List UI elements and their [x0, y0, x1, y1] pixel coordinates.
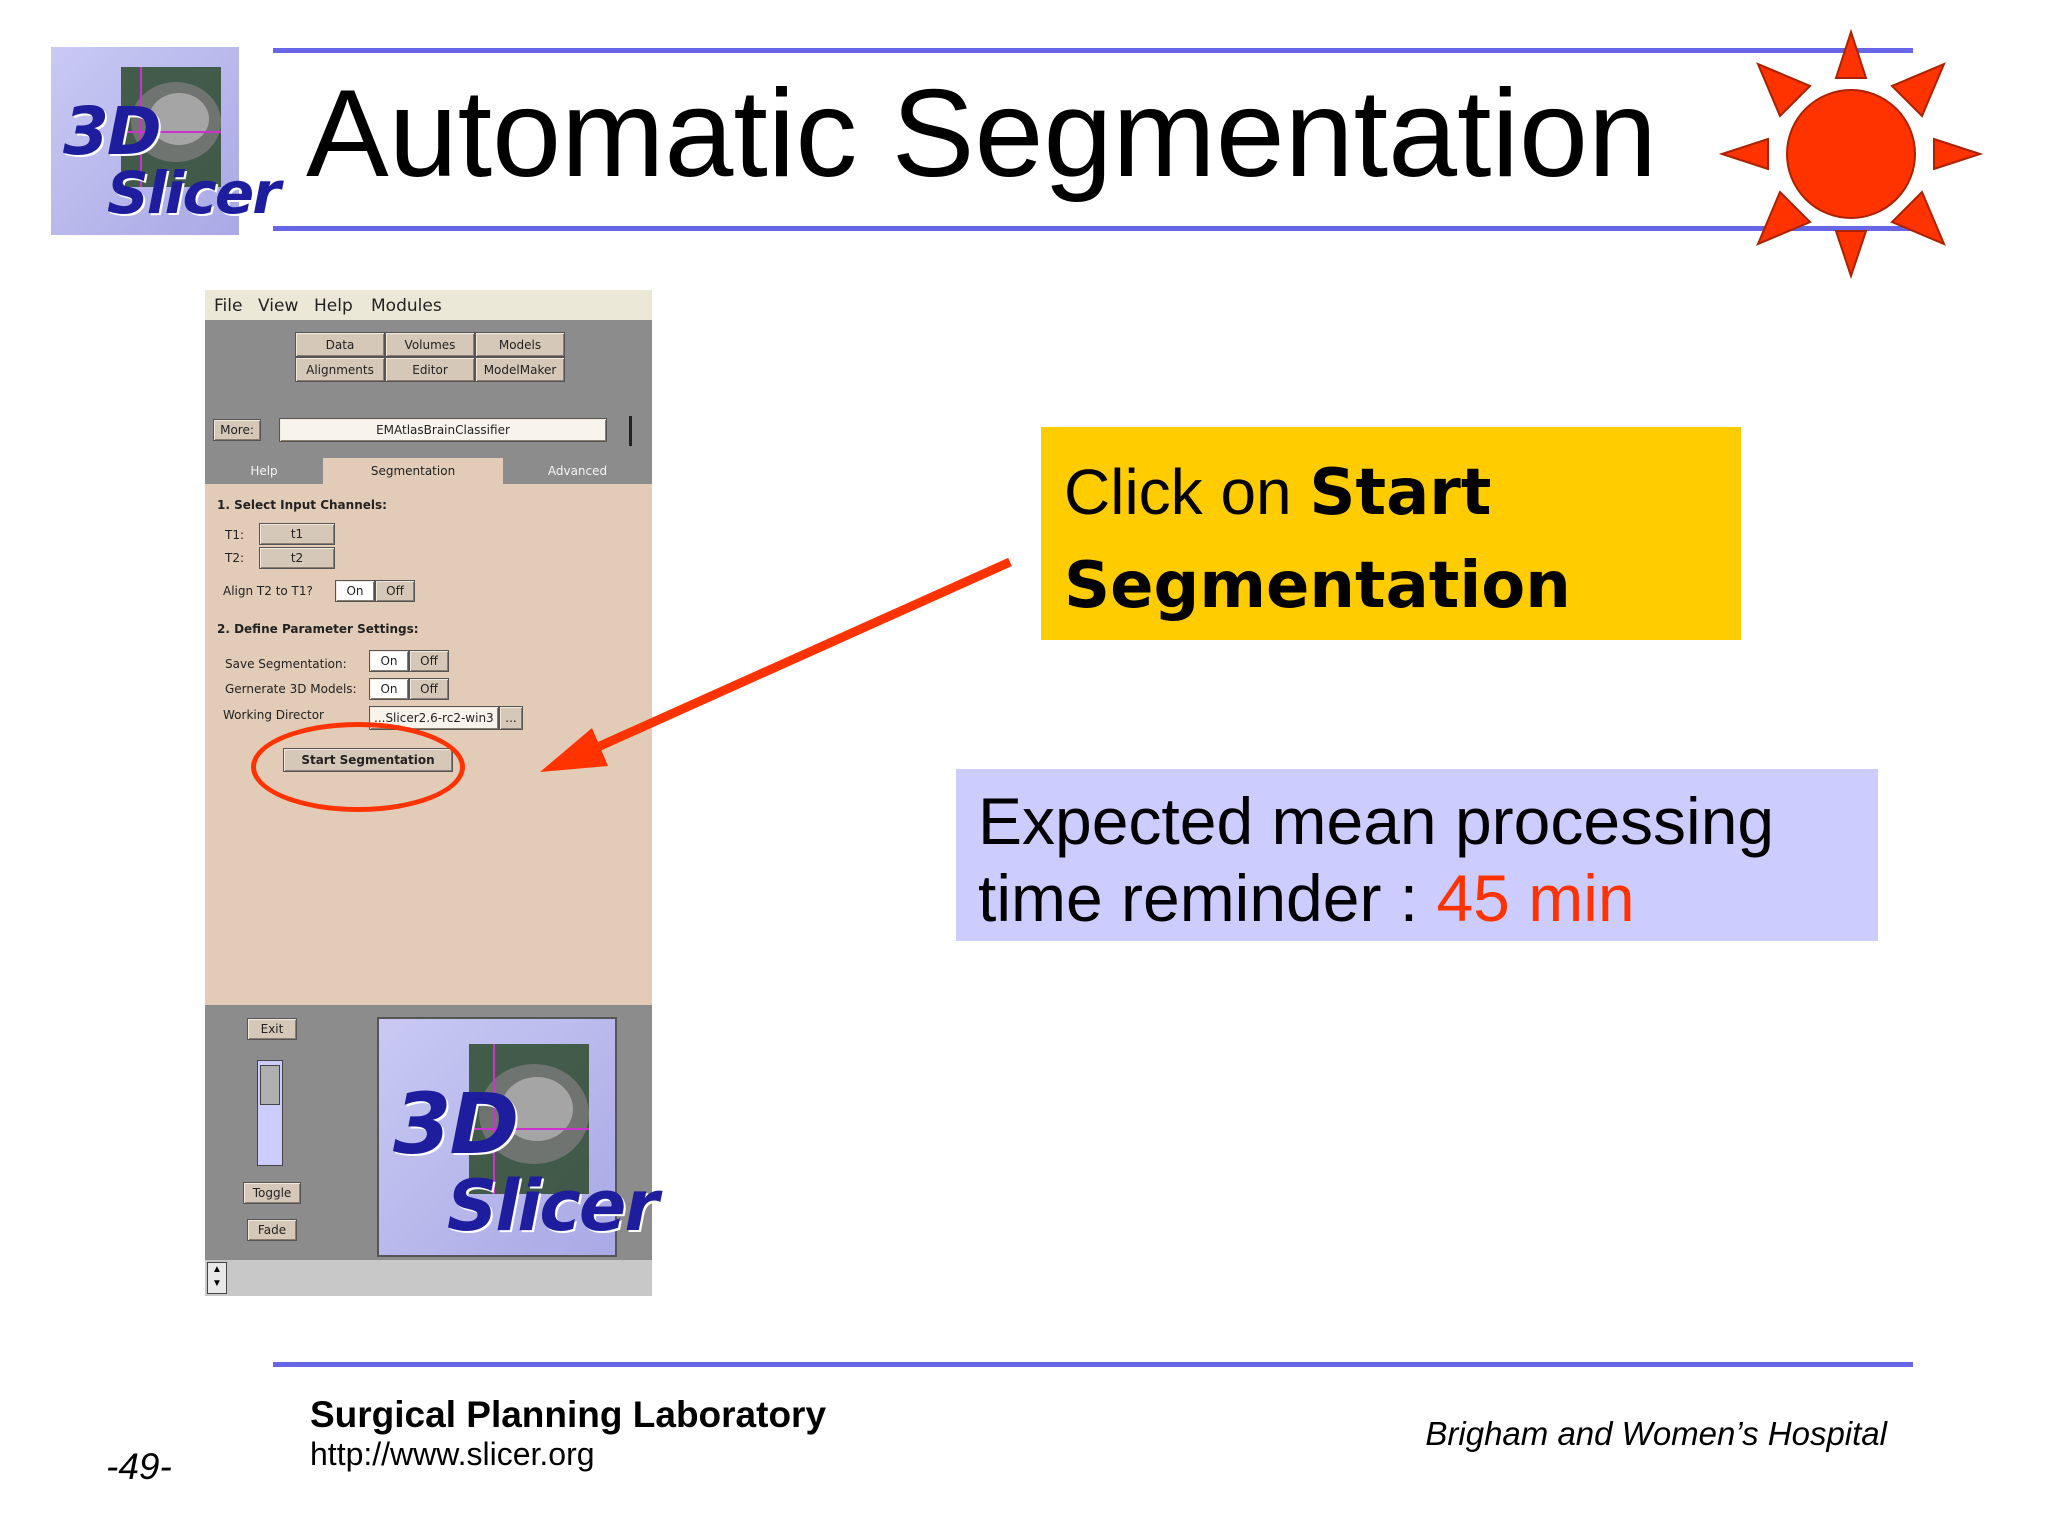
page-number: -49- [106, 1446, 172, 1487]
viewer-logo-slicer-text: Slicer [447, 1165, 659, 1247]
scroll-handle[interactable] [629, 416, 632, 446]
stepper-icon[interactable]: ▲▼ [207, 1262, 227, 1294]
processing-prefix: time reminder : [978, 861, 1437, 935]
t1-select[interactable]: t1 [259, 523, 335, 545]
slicer-app-window: File View Help Modules Data Volumes Mode… [205, 290, 659, 1296]
instruction-start: Start [1309, 456, 1492, 530]
more-button[interactable]: More: [213, 419, 261, 441]
align-label: Align T2 to T1? [223, 584, 313, 598]
header-rule-top [273, 48, 1913, 53]
footer-hospital: Brigham and Women’s Hospital [1425, 1415, 1887, 1452]
module-editor-button[interactable]: Editor [385, 357, 475, 382]
footer-url: http://www.slicer.org [310, 1436, 595, 1472]
processing-line-1: Expected mean processing [978, 784, 1775, 858]
menu-bar: File View Help Modules [205, 290, 652, 320]
module-volumes-button[interactable]: Volumes [385, 332, 475, 357]
tab-segmentation[interactable]: Segmentation [323, 458, 503, 484]
processing-time-callout: Expected mean processing time reminder :… [956, 769, 1878, 941]
menu-file[interactable]: File [214, 296, 243, 316]
working-directory-input[interactable]: ...Slicer2.6-rc2-win3 [369, 706, 499, 730]
fade-slider-handle[interactable] [260, 1065, 280, 1105]
t2-label: T2: [225, 551, 245, 565]
browse-button[interactable]: ... [499, 706, 523, 730]
module-data-button[interactable]: Data [295, 332, 385, 357]
align-off-button[interactable]: Off [375, 580, 415, 602]
pointer-arrow [540, 557, 1012, 772]
fade-slider[interactable] [257, 1060, 283, 1166]
fade-button[interactable]: Fade [247, 1219, 297, 1241]
tab-help[interactable]: Help [205, 458, 323, 484]
save-on-button[interactable]: On [369, 650, 409, 672]
viewer-logo: 3D Slicer [377, 1017, 659, 1257]
footer-lab-name: Surgical Planning Laboratory [310, 1394, 827, 1435]
page-title: Automatic Segmentation [306, 65, 1657, 203]
working-directory-label: Working Director [223, 708, 324, 722]
module-alignments-button[interactable]: Alignments [295, 357, 385, 382]
viewer-logo-3d-text: 3D [393, 1075, 519, 1173]
instruction-line-2: Segmentation [1064, 549, 1571, 623]
menu-view[interactable]: View [258, 296, 299, 316]
menu-help[interactable]: Help [314, 296, 353, 316]
align-on-button[interactable]: On [335, 580, 375, 602]
logo-3d-text: 3D [63, 93, 162, 170]
status-bar [205, 1260, 652, 1296]
t2-select[interactable]: t2 [259, 547, 335, 569]
section-input-channels: 1. Select Input Channels: [217, 498, 387, 512]
module-modelmaker-button[interactable]: ModelMaker [475, 357, 565, 382]
processing-line-2: time reminder : 45 min [978, 860, 1635, 936]
menu-modules[interactable]: Modules [371, 296, 442, 316]
slicer-logo: 3D Slicer [51, 47, 281, 235]
instruction-callout: Click on Start Segmentation [1041, 427, 1741, 640]
sun-icon [1718, 28, 1984, 280]
tab-advanced[interactable]: Advanced [503, 458, 652, 484]
module-selector[interactable]: EMAtlasBrainClassifier [279, 418, 607, 442]
generate-models-label: Gernerate 3D Models: [225, 682, 357, 696]
highlight-ellipse [251, 722, 465, 812]
models-on-button[interactable]: On [369, 678, 409, 700]
brain-icon [469, 1044, 589, 1194]
logo-slicer-text: Slicer [107, 159, 281, 227]
section-parameter-settings: 2. Define Parameter Settings: [217, 622, 419, 636]
brain-icon [121, 67, 221, 187]
processing-time-value: 45 min [1436, 861, 1635, 935]
footer-rule [273, 1362, 1913, 1367]
header-rule-bottom [273, 226, 1913, 231]
t1-label: T1: [225, 528, 245, 542]
save-off-button[interactable]: Off [409, 650, 449, 672]
module-models-button[interactable]: Models [475, 332, 565, 357]
models-off-button[interactable]: Off [409, 678, 449, 700]
instruction-prefix: Click on [1064, 456, 1310, 528]
toggle-button[interactable]: Toggle [243, 1182, 301, 1204]
exit-button[interactable]: Exit [247, 1018, 297, 1040]
instruction-line-1: Click on Start [1064, 455, 1491, 530]
save-segmentation-label: Save Segmentation: [225, 657, 347, 671]
